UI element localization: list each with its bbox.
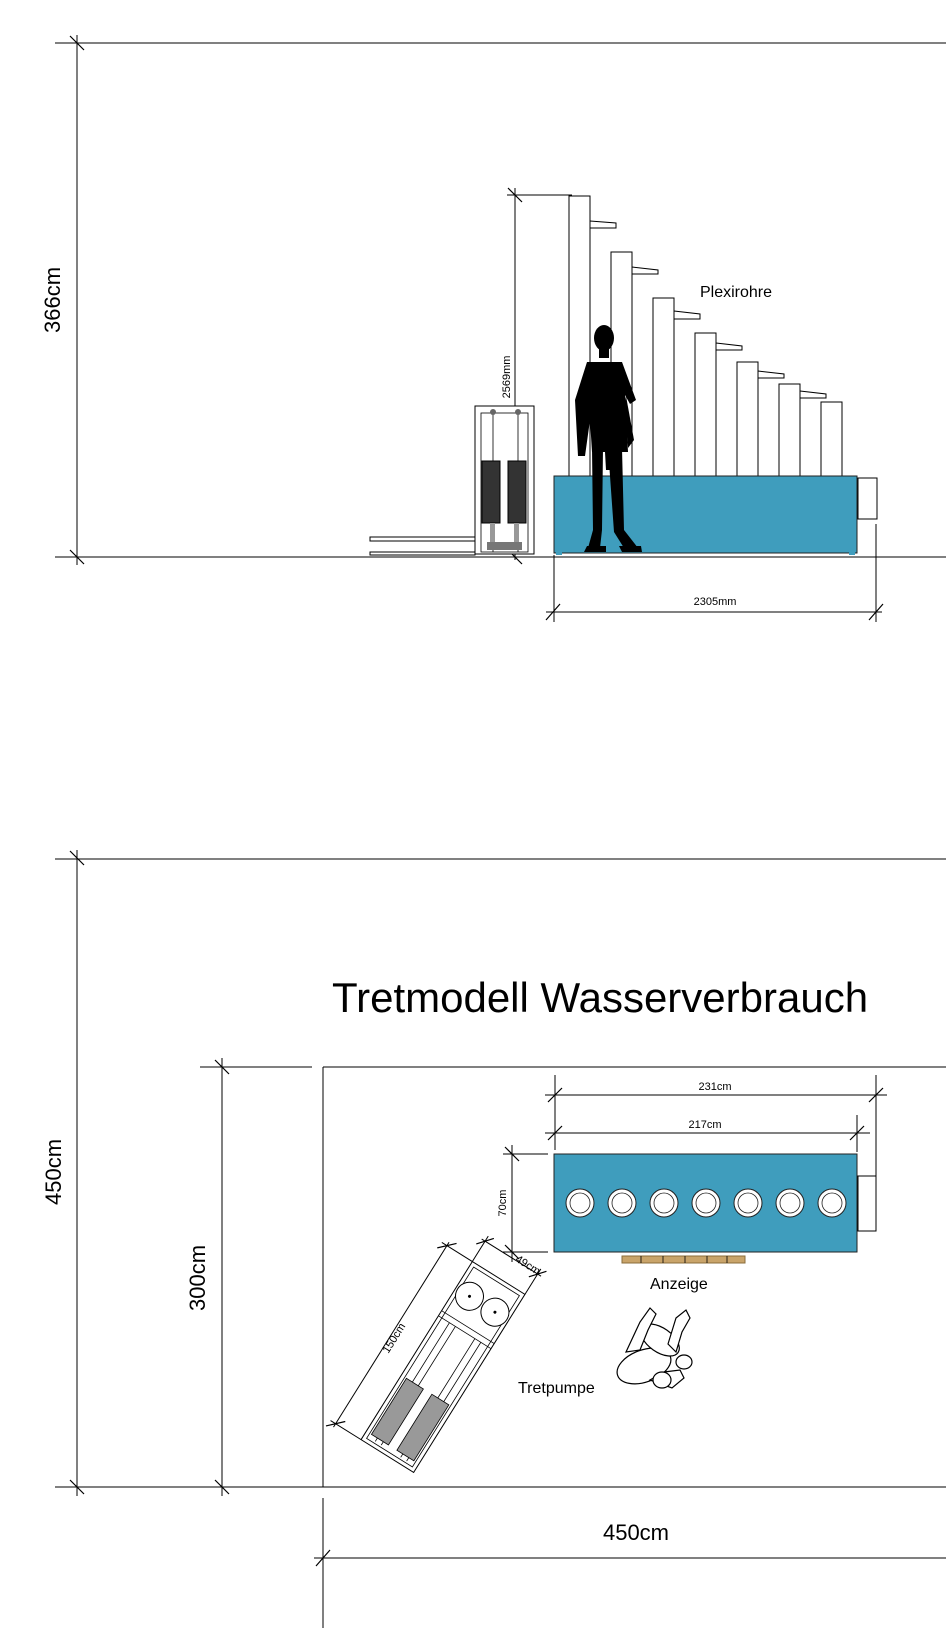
pump-length-label: 150cm xyxy=(381,1321,409,1355)
basin-depth-label: 70cm xyxy=(497,1190,509,1217)
display-box-side xyxy=(857,477,878,520)
basin-length-side-label: 2305mm xyxy=(694,596,737,608)
pump-top xyxy=(325,1235,547,1474)
drawing-title: Tretmodell Wasserverbrauch xyxy=(332,974,868,1021)
pump-width-label: 49cm xyxy=(513,1253,542,1277)
display-box-top xyxy=(857,1175,877,1232)
display-label: Anzeige xyxy=(650,1276,708,1293)
basin-side xyxy=(553,475,858,554)
side-view: 366cm Plexirohre 2569mm xyxy=(40,35,946,622)
tube-gauges xyxy=(565,1188,847,1218)
basin-inner-width-label: 217cm xyxy=(688,1119,721,1131)
room-depth-label: 450cm xyxy=(41,1139,66,1205)
room-width-label: 450cm xyxy=(603,1520,669,1545)
pump-label: Tretpumpe xyxy=(518,1380,595,1397)
plan-view: Tretmodell Wasserverbrauch 450cm 300cm 4… xyxy=(41,850,946,1628)
person-silhouette-icon xyxy=(575,325,642,552)
area-depth-label: 300cm xyxy=(185,1245,210,1311)
basin-outer-width-label: 231cm xyxy=(698,1081,731,1093)
pump-side xyxy=(369,405,535,556)
person-top-icon xyxy=(616,1307,693,1389)
room-height-label: 366cm xyxy=(40,267,65,333)
tubes-label: Plexirohre xyxy=(700,284,772,301)
display-bar xyxy=(621,1255,746,1264)
tube-height-label: 2569mm xyxy=(501,356,513,399)
